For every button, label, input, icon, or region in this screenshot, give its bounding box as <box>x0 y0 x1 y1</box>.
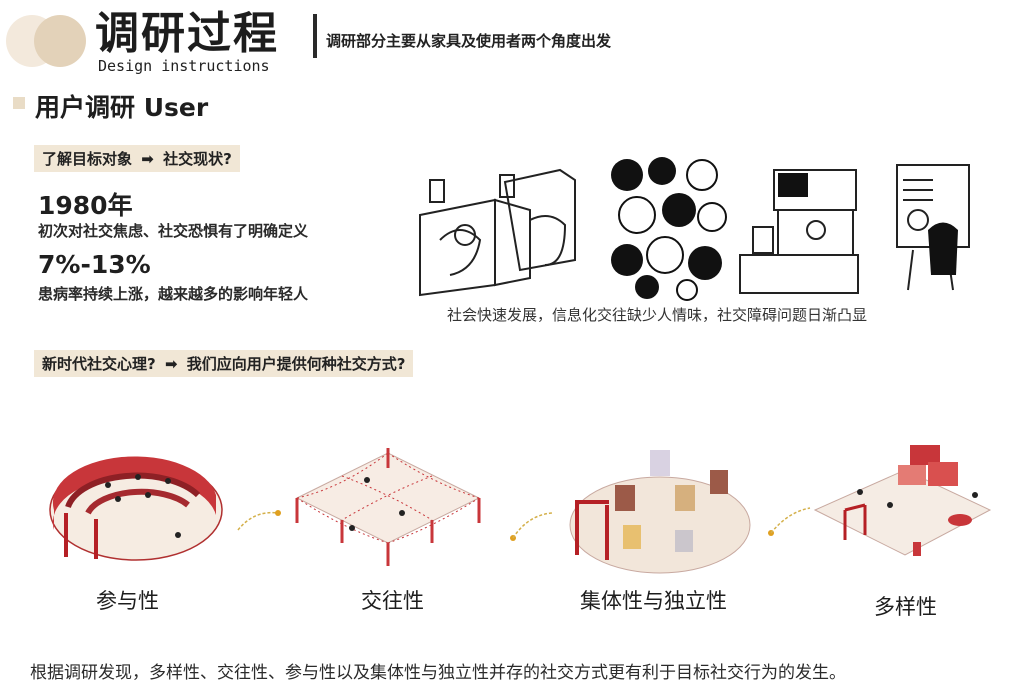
stat-value-2: 7%-13% <box>38 250 151 279</box>
arrow-right-icon: ➡ <box>164 355 178 373</box>
illustration-string-grid <box>295 448 481 566</box>
title-divider <box>313 14 317 58</box>
illustration-label-1: 参与性 <box>96 589 159 613</box>
connector-arrow-1 <box>237 510 281 531</box>
illustration-painter <box>896 164 970 291</box>
illustration-caption: 社会快速发展，信息化交往缺少人情味，社交障碍问题日渐凸显 <box>447 306 868 324</box>
question-bar-1: 了解目标对象 ➡ 社交现状? <box>34 145 240 172</box>
question-2-right: 我们应向用户提供何种社交方式? <box>186 355 406 373</box>
stat-text-2: 患病率持续上涨，越来越多的影响年轻人 <box>38 285 309 303</box>
question-1-right: 社交现状? <box>163 150 232 168</box>
illustration-boxes-people <box>419 168 576 297</box>
page-title: 调研过程 <box>95 8 279 59</box>
illustration-blocks-circle <box>569 450 751 574</box>
illustration-crowd <box>611 157 727 301</box>
illustration-label-3: 集体性与独立性 <box>580 589 727 613</box>
decor-circle-mid <box>34 15 86 67</box>
page-subtitle: Design instructions <box>98 57 270 75</box>
connector-arrow-2 <box>510 512 553 541</box>
question-2-left: 新时代社交心理? <box>42 355 156 373</box>
stat-value-1: 1980年 <box>38 191 133 220</box>
stat-text-1: 初次对社交焦虑、社交恐惧有了明确定义 <box>38 222 309 240</box>
connector-arrow-3 <box>768 507 811 536</box>
illustration-label-4: 多样性 <box>874 595 937 619</box>
page-description: 调研部分主要从家具及使用者两个角度出发 <box>326 32 612 50</box>
conclusion-text: 根据调研发现，多样性、交往性、参与性以及集体性与独立性并存的社交方式更有利于目标… <box>30 663 846 683</box>
question-bar-2: 新时代社交心理? ➡ 我们应向用户提供何种社交方式? <box>34 350 414 377</box>
question-1-left: 了解目标对象 <box>42 150 133 168</box>
section-title: 用户调研 User <box>35 93 209 122</box>
illustration-red-structures <box>813 445 992 556</box>
illustration-market-stall <box>739 169 859 294</box>
arrow-right-icon: ➡ <box>141 150 154 168</box>
section-marker <box>13 97 25 109</box>
illustration-label-2: 交往性 <box>361 589 424 613</box>
illustration-amphitheater <box>49 456 223 561</box>
